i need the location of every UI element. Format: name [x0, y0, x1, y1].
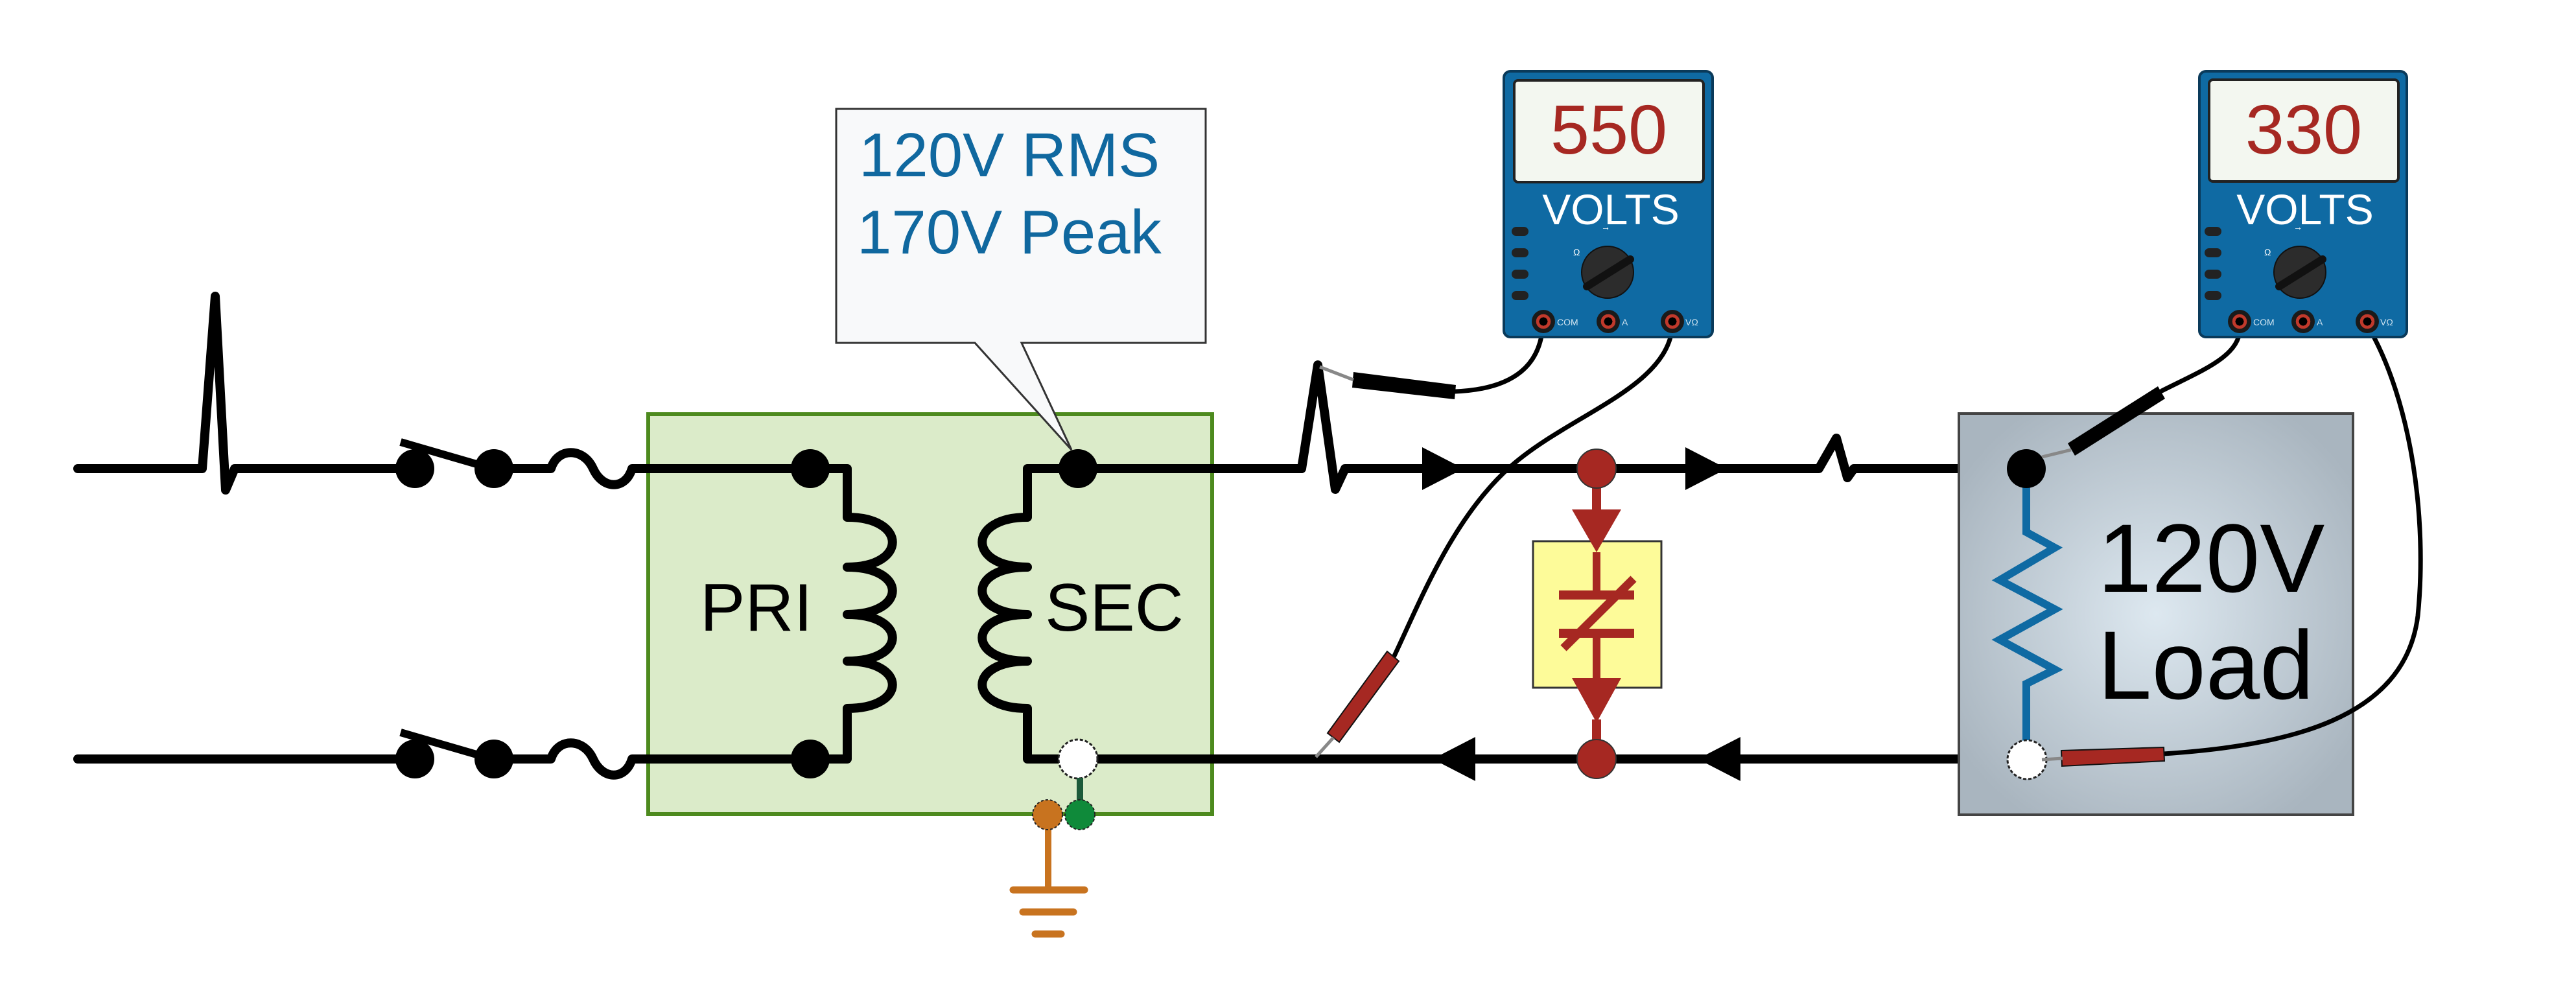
input-line-hot: [73, 292, 419, 495]
black-probe[interactable]: [1352, 372, 1456, 399]
resistor-icon: [1991, 480, 2063, 745]
primary-terminal-top: [791, 449, 830, 488]
meter-reading: 550: [1551, 90, 1667, 169]
fuse-icon: [489, 738, 815, 780]
callout-rms-text: 120V RMS: [859, 121, 1160, 190]
jack-volts-label: VΩ: [1685, 317, 1698, 327]
jack-com-label: COM: [2253, 317, 2275, 327]
red-probe[interactable]: [1326, 650, 1400, 743]
bond-terminal: [1064, 799, 1095, 830]
primary-terminal-bottom: [791, 740, 830, 778]
ground-terminal: [1032, 799, 1063, 830]
callout-peak-text: 170V Peak: [857, 198, 1162, 267]
meter-side-buttons: [1512, 227, 1528, 300]
meter-side-buttons: [2205, 227, 2221, 300]
secondary-terminal-hot: [1059, 449, 1097, 488]
meter-1-leads: [1315, 325, 1675, 758]
primary-coil: [806, 464, 897, 764]
jack-amps: [2291, 310, 2315, 333]
svg-text:→: →: [2293, 222, 2302, 232]
meter-range-knob[interactable]: [1581, 246, 1634, 299]
secondary-label: SEC: [1045, 570, 1184, 646]
transformer-box: [646, 412, 1214, 816]
svg-text:→: →: [1601, 222, 1610, 232]
meter-display: [2208, 78, 2400, 183]
current-arrow-right-icon: [1685, 447, 1727, 490]
jack-volts-ohms: [1661, 310, 1684, 333]
jack-amps-label: A: [2317, 317, 2323, 327]
current-arrow-right-icon: [1422, 447, 1464, 490]
voltmeter-2[interactable]: 330 VOLTS Ω → COM A VΩ: [2198, 70, 2408, 338]
jack-volts-ohms: [2356, 310, 2379, 333]
surge-node-bottom: [1576, 739, 1617, 779]
primary-label: PRI: [700, 570, 812, 646]
svg-text:Ω: Ω: [2264, 247, 2271, 257]
load-box: 120V Load: [1958, 412, 2354, 816]
load-rating-text: 120V: [2098, 504, 2324, 613]
meter-2-leads: [2041, 325, 2423, 767]
surge-node-top: [1576, 449, 1617, 489]
jack-com: [1532, 310, 1555, 333]
fuse-icon: [489, 448, 815, 489]
meter-unit-label: VOLTS: [1542, 185, 1680, 233]
svg-text:Ω: Ω: [1573, 247, 1580, 257]
jack-com: [2228, 310, 2251, 333]
meter-display: [1513, 79, 1705, 183]
meter-range-knob[interactable]: [2273, 246, 2326, 299]
load-terminal-hot: [2007, 449, 2046, 488]
jack-amps: [1597, 310, 1620, 333]
ground-icon: [1009, 778, 1095, 938]
load-label-text: Load: [2098, 611, 2314, 719]
red-probe[interactable]: [2060, 746, 2166, 767]
meter-reading: 330: [2245, 90, 2362, 169]
jack-com-label: COM: [1557, 317, 1578, 327]
secondary-hot-line: [1073, 360, 2031, 494]
current-arrow-left-icon: [1698, 737, 1740, 781]
meter-unit-label: VOLTS: [2236, 185, 2374, 233]
secondary-coil: [978, 464, 1083, 764]
load-terminal-neutral: [2006, 739, 2048, 780]
voltage-callout: 120V RMS 170V Peak: [835, 108, 1207, 451]
jack-amps-label: A: [1622, 317, 1628, 327]
voltmeter-1[interactable]: 550 VOLTS Ω → COM A VΩ: [1503, 70, 1714, 338]
current-arrow-left-icon: [1433, 737, 1475, 781]
secondary-terminal-neutral: [1057, 738, 1099, 780]
jack-volts-label: VΩ: [2380, 317, 2393, 327]
black-probe[interactable]: [2068, 386, 2165, 456]
variable-capacitor-surge-suppressor-icon: [1532, 449, 1663, 779]
